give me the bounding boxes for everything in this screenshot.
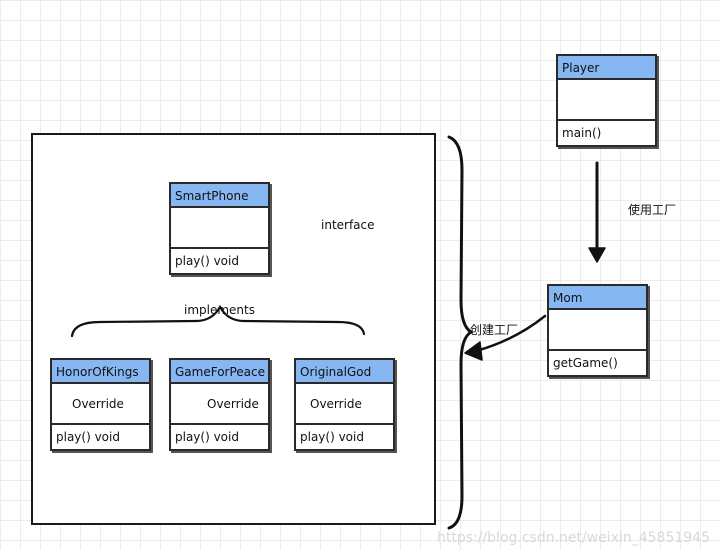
interface-label: interface: [321, 218, 375, 232]
create-factory-arrow: [474, 314, 547, 353]
class-smartphone-name: SmartPhone: [171, 184, 268, 208]
class-honorofkings-body: Override: [52, 384, 149, 425]
class-gameforpeace[interactable]: GameForPeace Override play() void: [169, 358, 270, 451]
implements-brace: [70, 304, 366, 338]
watermark: https://blog.csdn.net/weixin_45851945: [436, 530, 710, 546]
class-originalgod[interactable]: OriginalGod Override play() void: [294, 358, 395, 451]
class-gameforpeace-method: play() void: [175, 430, 239, 444]
class-player-method: main(): [562, 126, 602, 140]
class-honorofkings-name: HonorOfKings: [52, 360, 149, 384]
class-mom[interactable]: Mom getGame(): [547, 284, 648, 377]
class-gameforpeace-name: GameForPeace: [171, 360, 268, 384]
class-mom-body: [549, 310, 646, 351]
create-factory-arrow-head: [464, 341, 483, 361]
class-gameforpeace-body: Override: [171, 384, 268, 425]
frame-brace: [447, 135, 474, 530]
class-originalgod-body: Override: [296, 384, 393, 425]
class-originalgod-name: OriginalGod: [296, 360, 393, 384]
class-mom-method: getGame(): [553, 356, 618, 370]
implements-label: implements: [184, 303, 255, 317]
class-player-body: [558, 80, 655, 121]
class-originalgod-method: play() void: [300, 430, 364, 444]
class-smartphone-method: play() void: [175, 254, 239, 268]
class-honorofkings-method: play() void: [56, 430, 120, 444]
create-factory-label: 创建工厂: [470, 323, 519, 337]
class-smartphone[interactable]: SmartPhone play() void: [169, 182, 270, 275]
class-mom-name: Mom: [549, 286, 646, 310]
class-player[interactable]: Player main(): [556, 54, 657, 147]
class-player-name: Player: [558, 56, 655, 80]
class-smartphone-body: [171, 208, 268, 249]
class-honorofkings[interactable]: HonorOfKings Override play() void: [50, 358, 151, 451]
use-factory-label: 使用工厂: [628, 203, 677, 217]
use-factory-arrow-head: [588, 247, 606, 263]
